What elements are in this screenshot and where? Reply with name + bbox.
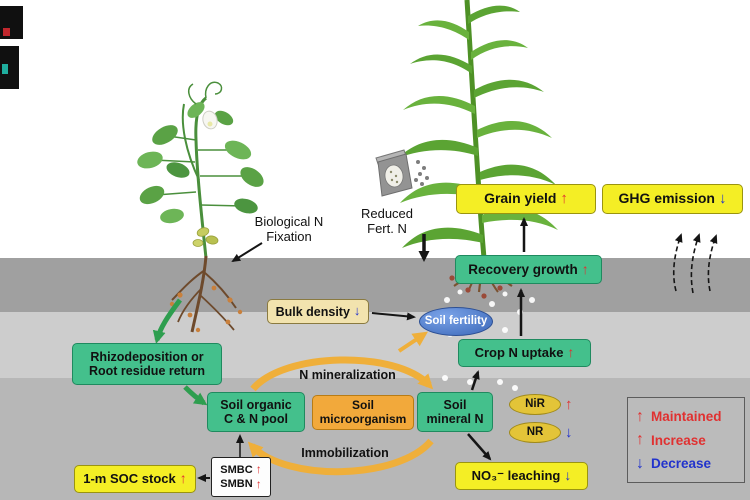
rhizodeposition-line2: Root residue return [89, 364, 205, 378]
soil-mineral-n-line2: mineral N [426, 412, 484, 426]
legume-plant [137, 81, 264, 259]
up-arrow-icon: ↑ [255, 476, 262, 491]
legend-item-maintained: ↑ Maintained [636, 408, 736, 426]
nir-indicator: NiR ↑ [509, 394, 573, 415]
down-arrow-icon: ↓ [565, 424, 573, 441]
legend-maintained-label: Maintained [651, 409, 722, 424]
edge-artifact-1 [0, 6, 23, 39]
fertilizer-bag-icon [375, 149, 429, 197]
legume-roots [169, 255, 243, 333]
soc-stock-label: 1-m SOC stock [83, 470, 176, 486]
nr-label: NR [526, 426, 544, 439]
up-arrow-icon: ↑ [560, 189, 568, 207]
bulk-density-label: Bulk density [275, 304, 350, 319]
nir-ellipse: NiR [509, 394, 561, 415]
smbn-row: SMBN ↑ [220, 476, 262, 491]
soil-fertility-ellipse: Soil fertility [419, 307, 493, 336]
down-arrow-icon: ↓ [718, 189, 727, 207]
nr-indicator: NR ↓ [509, 422, 573, 443]
legend-item-decrease: ↓ Decrease [636, 455, 736, 473]
smbc-row: SMBC ↑ [220, 462, 262, 477]
nir-label: NiR [525, 398, 545, 411]
soil-organic-line2: C & N pool [224, 412, 288, 426]
legend: ↑ Maintained ↑ Increase ↓ Decrease [627, 397, 745, 483]
soil-mineral-n-box: Soil mineral N [417, 392, 493, 432]
up-arrow-icon: ↑ [255, 462, 262, 477]
up-arrow-icon: ↑ [565, 396, 573, 413]
grain-yield-box: Grain yield ↑ [456, 184, 596, 214]
down-arrow-icon: ↓ [353, 303, 361, 319]
up-arrow-icon: ↑ [179, 470, 187, 487]
edge-artifact-teal-mark [2, 64, 8, 74]
crop-n-uptake-label: Crop N uptake [474, 344, 564, 360]
soil-organic-line1: Soil organic [220, 398, 292, 412]
biological-n-fixation-line1: Biological N [254, 214, 324, 229]
grain-yield-label: Grain yield [484, 190, 557, 207]
rhizodeposition-line1: Rhizodeposition or [90, 350, 204, 364]
soil-mineral-n-line1: Soil [443, 398, 467, 412]
ghg-emission-box: GHG emission ↓ [602, 184, 743, 214]
reduced-fert-n-label: Reduced Fert. N [356, 206, 418, 237]
corn-plant [398, 0, 558, 259]
soil-microorganism-line2: microorganism [319, 411, 407, 426]
soil-microorganism-box: Soil microorganism [312, 395, 414, 430]
smbn-label: SMBN [220, 478, 253, 491]
soil-microorganism-line1: Soil [351, 398, 374, 413]
crop-n-uptake-box: Crop N uptake ↑ [458, 339, 591, 367]
ghg-emission-arrows [673, 233, 718, 294]
n-mineralization-text: N mineralization [299, 368, 396, 382]
legend-decrease-label: Decrease [651, 456, 712, 471]
legend-item-increase: ↑ Increase [636, 431, 736, 449]
sky-background [0, 0, 750, 258]
residue-return-arrows [152, 298, 208, 406]
soil-layer-top [0, 258, 750, 312]
ghg-emission-label: GHG emission [618, 190, 715, 207]
bulk-density-box: Bulk density ↓ [267, 299, 369, 324]
legend-increase-label: Increase [651, 432, 706, 448]
soil-fertility-label: Soil fertility [424, 315, 488, 328]
up-arrow-icon: ↑ [636, 431, 644, 448]
smbc-label: SMBC [220, 463, 253, 476]
biological-n-fixation-label: Biological N Fixation [243, 214, 335, 245]
reduced-fert-line2: Fert. N [367, 221, 407, 237]
recovery-growth-label: Recovery growth [468, 261, 578, 277]
no3-leaching-box: NO₃⁻ leaching ↓ [455, 462, 588, 490]
up-arrow-icon: ↑ [567, 344, 575, 361]
reduced-fert-line1: Reduced [360, 206, 414, 221]
down-arrow-icon: ↓ [636, 454, 644, 472]
n-mineralization-label: N mineralization [280, 368, 415, 383]
smbc-smbn-box: SMBC ↑ SMBN ↑ [211, 457, 271, 497]
recovery-growth-box: Recovery growth ↑ [455, 255, 602, 284]
up-arrow-icon: ↑ [636, 407, 644, 425]
immobilization-label: Immobilization [285, 446, 405, 461]
biological-n-fixation-line2: Fixation [266, 229, 312, 245]
edge-artifact-red-mark [3, 28, 10, 36]
no3-leaching-label: NO₃⁻ leaching [471, 467, 561, 483]
up-arrow-icon: ↑ [581, 260, 589, 277]
down-arrow-icon: ↓ [564, 467, 572, 484]
soc-stock-box: 1-m SOC stock ↑ [74, 465, 196, 493]
nr-ellipse: NR [509, 422, 561, 443]
rhizodeposition-box: Rhizodeposition or Root residue return [72, 343, 222, 385]
soil-organic-pool-box: Soil organic C & N pool [207, 392, 305, 432]
immobilization-text: Immobilization [301, 446, 389, 460]
edge-artifact-2 [0, 46, 19, 89]
flow-arrows [197, 217, 528, 482]
